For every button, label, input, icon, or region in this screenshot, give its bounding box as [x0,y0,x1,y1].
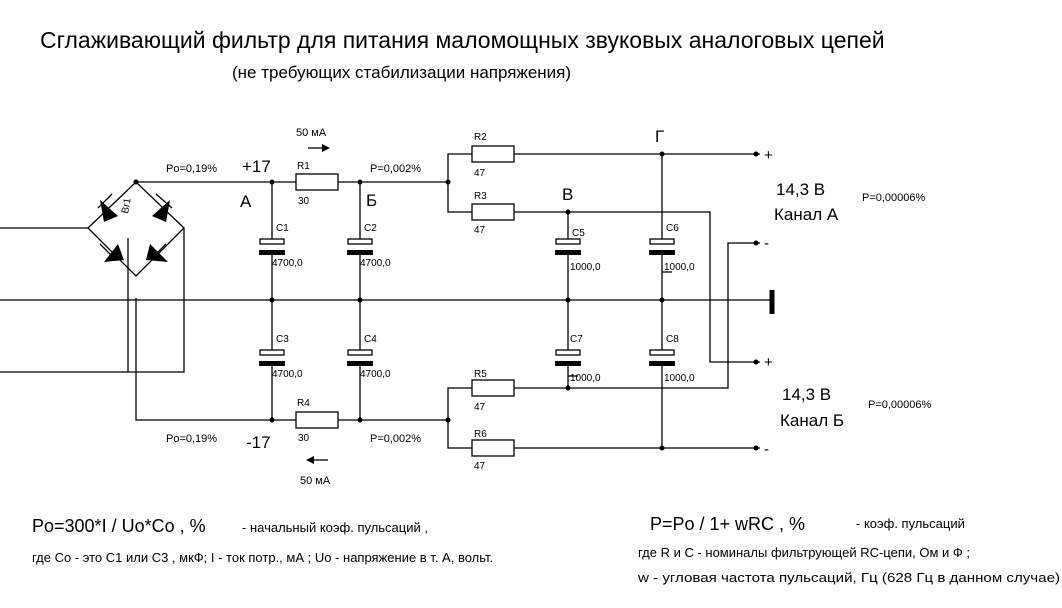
current-arrows: 50 мА 50 мА [296,127,331,487]
current-label-top: 50 мА [296,127,327,139]
formula-initial: Po=300*I / Uo*Co , % [32,516,206,536]
node-a: А [240,192,252,211]
capacitor-name: C8 [666,334,679,345]
pulsation-po-top: Po=0,19% [166,163,217,175]
channel-b-name: Канал Б [780,411,844,430]
resistor-value: 30 [298,433,310,444]
capacitor-value: 1000,0 [664,262,695,273]
capacitor-name: C2 [364,223,377,234]
terminal-plus-b: + [764,354,773,371]
resistor-value: 30 [298,196,310,207]
resistor-r5: R5 47 [471,369,515,413]
capacitor-value: 4700,0 [360,258,391,269]
resistor-value: 47 [474,402,486,413]
capacitor-name: C7 [570,334,583,345]
capacitor-value: 1000,0 [570,373,601,384]
voltage-positive: +17 [242,157,271,176]
wires [0,153,770,449]
pulsation-po-bottom: Po=0,19% [166,433,217,445]
capacitor-value: 1000,0 [664,373,695,384]
diagram-subtitle: (не требующих стабилизации напряжения) [232,63,571,82]
formula-filter-desc: - коэф. пульсаций [856,516,965,531]
resistor-r1: R1 30 [295,161,339,207]
node-b: Б [366,191,377,210]
capacitor-value: 1000,0 [570,262,601,273]
capacitor-value: 4700,0 [360,369,391,380]
pulsation-out-a: P=0,00006% [862,192,926,204]
junction-dots [133,151,759,451]
voltage-negative: -17 [246,433,271,452]
capacitor-c5: C5 1000,0 [555,228,601,273]
current-label-bottom: 50 мА [300,475,331,487]
capacitor-c3: C3 4700,0 [259,334,303,380]
terminal-minus-a: - [764,235,769,252]
pulsation-p-bottom: P=0,002% [370,433,421,445]
resistor-r6: R6 47 [471,429,515,472]
capacitor-c1: C1 4700,0 [259,223,303,269]
diode-bridge: Br1 [87,181,185,277]
resistor-r4: R4 30 [295,398,339,444]
capacitor-name: C6 [666,223,679,234]
capacitor-value: 4700,0 [272,369,303,380]
resistor-r2: R2 47 [471,132,515,179]
capacitor-name: C1 [276,223,289,234]
formula-initial-desc: - начальный коэф. пульсаций , [242,520,428,535]
capacitor-c6: C6 1000,0 [649,223,695,273]
capacitor-name: C4 [364,334,377,345]
capacitor-name: C5 [572,228,585,239]
channel-b-voltage: 14,3 В [782,385,831,404]
resistor-name: R3 [474,191,487,202]
node-v: В [562,185,573,204]
capacitor-value: 4700,0 [272,258,303,269]
node-g: Г [655,127,664,146]
resistor-name: R2 [474,132,487,143]
channel-a-name: Канал А [774,205,839,224]
diagram-title: Сглаживающий фильтр для питания маломощн… [40,27,885,53]
capacitor-c7: C7 1000,0 [555,334,601,384]
formula-filter-where2: w - угловая частота пульсаций, Гц (628 Г… [637,570,1060,585]
pulsation-p-top: P=0,002% [370,163,421,175]
resistor-r3: R3 47 [471,191,515,236]
resistor-value: 47 [474,461,486,472]
bridge-label: Br1 [120,197,134,215]
resistors: R1 30 R2 47 R3 47 R4 30 R5 47 R6 47 [295,132,515,472]
channel-a-voltage: 14,3 В [776,180,825,199]
capacitor-c2: C2 4700,0 [347,223,391,269]
capacitor-name: C3 [276,334,289,345]
capacitors: C1 4700,0 C2 4700,0 C3 4700,0 C4 4700,0 … [259,223,695,384]
resistor-name: R1 [297,161,310,172]
formula-filter-where1: где R и C - номиналы фильтрующей RC-цепи… [638,545,970,560]
pulsation-out-b: P=0,00006% [868,399,932,411]
resistor-name: R6 [474,429,487,440]
terminal-minus-b: - [764,441,769,458]
resistor-value: 47 [474,168,486,179]
capacitor-c4: C4 4700,0 [347,334,391,380]
capacitor-c8: C8 1000,0 [649,334,695,384]
formula-filter: P=Po / 1+ wRC , % [650,514,805,534]
resistor-name: R4 [297,398,310,409]
formula-initial-where: где Со - это С1 или С3 , мкФ; I - ток по… [32,550,493,565]
resistor-name: R5 [474,369,487,380]
resistor-value: 47 [474,225,486,236]
terminal-plus-a: + [764,147,773,164]
